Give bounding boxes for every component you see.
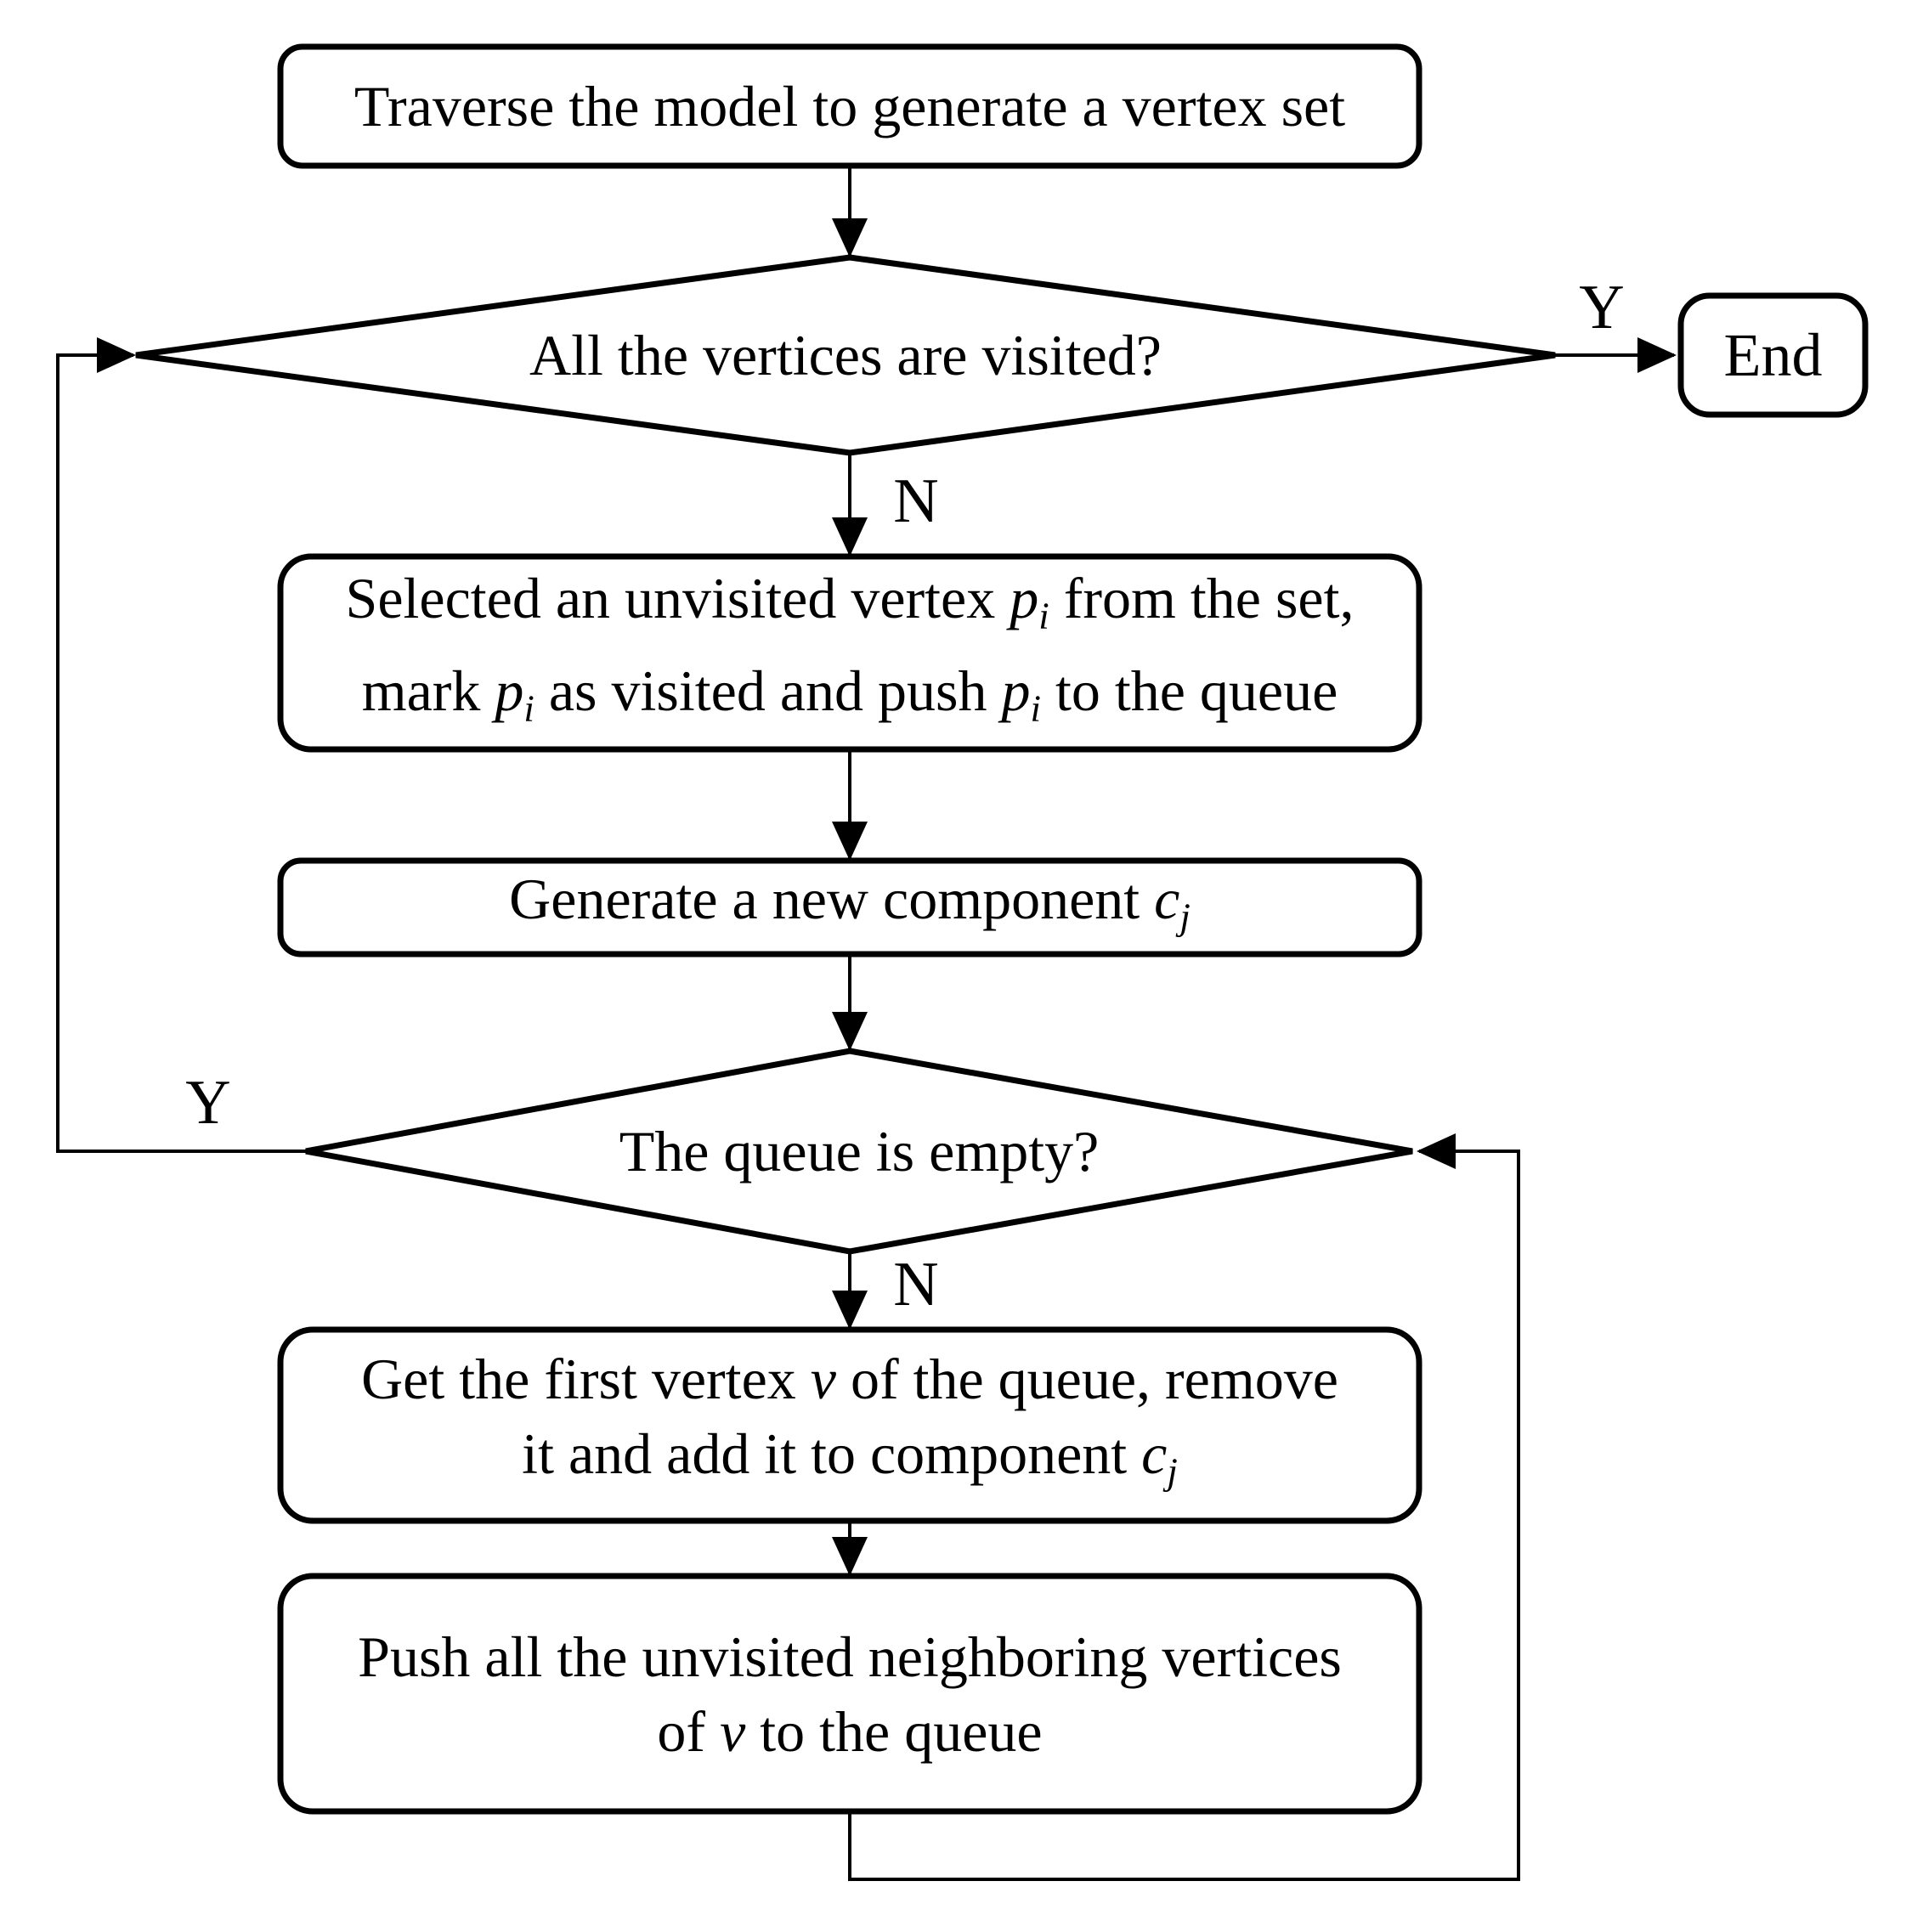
end-node-label: End bbox=[1681, 296, 1865, 415]
select-vertex-line1-post: from the set, bbox=[1049, 565, 1355, 630]
arrowhead-right-icon bbox=[97, 337, 136, 373]
edge-queue-yes-loop bbox=[56, 353, 306, 1153]
generate-component-label: Generate a new component cj bbox=[280, 861, 1419, 954]
push-neighbors-line2: of v to the queue bbox=[657, 1694, 1042, 1769]
decision-queue-label: The queue is empty? bbox=[306, 1051, 1412, 1251]
start-node-shape bbox=[277, 43, 1422, 169]
start-node-text: Traverse the model to generate a vertex … bbox=[353, 74, 1346, 138]
arrowhead-down-icon bbox=[832, 1012, 868, 1051]
var-p: p bbox=[495, 658, 524, 723]
var-c: c bbox=[1154, 866, 1180, 931]
decision-visited-text: All the vertices are visited? bbox=[529, 323, 1162, 387]
subscript-i: i bbox=[1030, 686, 1041, 730]
start-node-label: Traverse the model to generate a vertex … bbox=[280, 47, 1419, 166]
edge-push-back-loop bbox=[848, 1150, 1520, 1881]
get-vertex-label: Get the first vertex v of the queue, rem… bbox=[280, 1330, 1419, 1521]
var-p: p bbox=[1001, 658, 1031, 723]
generate-component-pre: Generate a new component bbox=[509, 866, 1155, 931]
arrowhead-right-icon bbox=[1637, 337, 1677, 373]
end-node-text: End bbox=[1723, 321, 1823, 389]
subscript-j: j bbox=[1179, 895, 1191, 938]
subscript-i: i bbox=[523, 686, 534, 730]
select-vertex-line2-pre: mark bbox=[361, 658, 495, 723]
decision-visited-shape bbox=[135, 254, 1556, 456]
arrowhead-down-icon bbox=[832, 1537, 868, 1576]
get-vertex-line1-post: of the queue, remove bbox=[835, 1347, 1338, 1412]
subscript-j: j bbox=[1167, 1449, 1178, 1493]
select-vertex-line1: Selected an unvisited vertex pi from the… bbox=[346, 561, 1355, 653]
var-p: p bbox=[1010, 565, 1039, 630]
push-neighbors-label: Push all the unvisited neighboring verti… bbox=[280, 1576, 1419, 1811]
select-vertex-line1-pre: Selected an unvisited vertex bbox=[345, 565, 1010, 630]
var-v: v bbox=[720, 1698, 746, 1764]
push-neighbors-line2-post: to the queue bbox=[745, 1698, 1043, 1764]
edge-label-queue-no: N bbox=[882, 1250, 950, 1319]
end-node-shape bbox=[1677, 292, 1869, 418]
push-neighbors-line1-text: Push all the unvisited neighboring verti… bbox=[358, 1624, 1342, 1689]
decision-queue-shape bbox=[305, 1048, 1413, 1255]
decision-queue-text: The queue is empty? bbox=[619, 1119, 1100, 1183]
get-vertex-line1-pre: Get the first vertex bbox=[361, 1347, 811, 1412]
arrowhead-down-icon bbox=[832, 822, 868, 861]
generate-component-line: Generate a new component cj bbox=[509, 861, 1191, 954]
edge-label-queue-yes: Y bbox=[174, 1068, 242, 1138]
visited-yes-text: Y bbox=[1579, 273, 1625, 342]
select-vertex-line2: mark pi as visited and push pi to the qu… bbox=[362, 653, 1338, 746]
select-vertex-line2-mid: as visited and push bbox=[534, 658, 1002, 723]
get-vertex-line2-pre: it and add it to component bbox=[522, 1421, 1142, 1487]
edge-label-visited-yes: Y bbox=[1568, 273, 1636, 342]
decision-visited-label: All the vertices are visited? bbox=[136, 257, 1555, 453]
edge-label-visited-no: N bbox=[882, 466, 950, 536]
select-vertex-label: Selected an unvisited vertex pi from the… bbox=[280, 556, 1419, 749]
select-vertex-line2-post: to the queue bbox=[1040, 658, 1338, 723]
queue-no-text: N bbox=[893, 1250, 939, 1319]
get-vertex-line2: it and add it to component cj bbox=[522, 1416, 1178, 1509]
get-vertex-line1: Get the first vertex v of the queue, rem… bbox=[361, 1342, 1338, 1416]
arrowhead-left-icon bbox=[1417, 1133, 1456, 1169]
var-c: c bbox=[1141, 1421, 1168, 1487]
visited-no-text: N bbox=[893, 466, 939, 536]
queue-yes-text: Y bbox=[185, 1068, 231, 1138]
arrowhead-down-icon bbox=[832, 517, 868, 556]
arrowhead-down-icon bbox=[832, 1291, 868, 1330]
push-neighbors-line1: Push all the unvisited neighboring verti… bbox=[358, 1619, 1342, 1694]
var-v: v bbox=[810, 1347, 836, 1412]
arrowhead-down-icon bbox=[832, 218, 868, 257]
subscript-i: i bbox=[1038, 594, 1049, 637]
push-neighbors-line2-pre: of bbox=[657, 1698, 721, 1764]
